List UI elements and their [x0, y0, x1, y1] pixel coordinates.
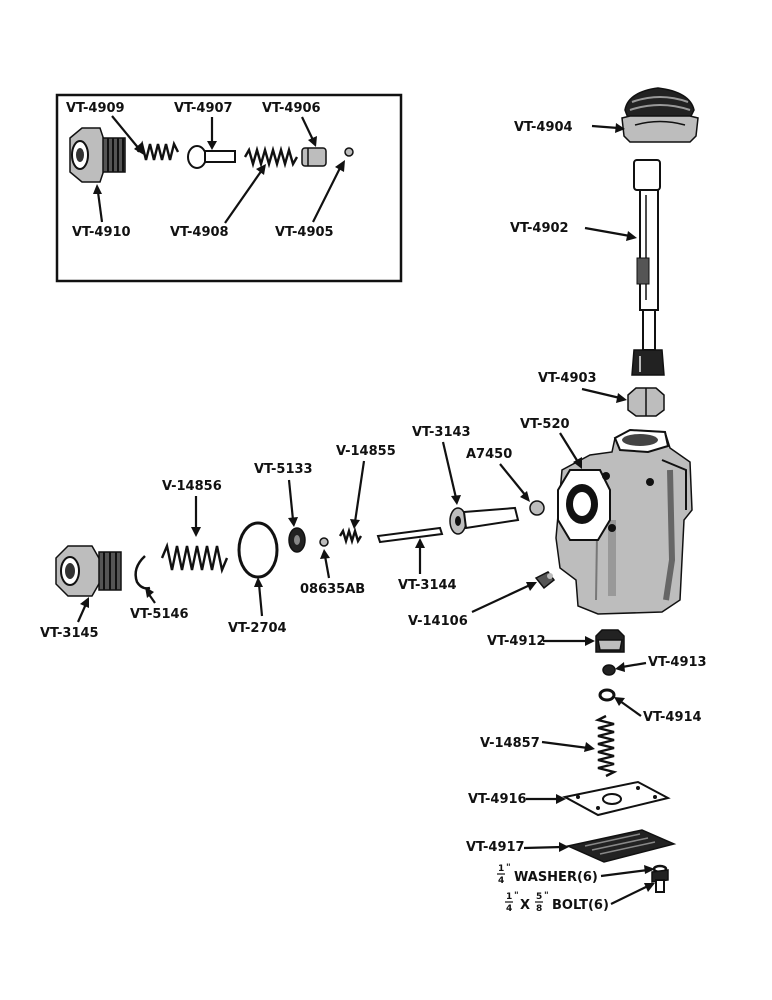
leader-vt4914: [619, 700, 642, 717]
leader-vt4902: [584, 226, 631, 238]
leader-vt4910: [96, 191, 104, 223]
svg-text:4: 4: [506, 904, 512, 914]
svg-text:WASHER(6): WASHER(6): [514, 870, 598, 885]
label-vt2704: VT-2704: [228, 621, 287, 636]
part-vt4902-shaft: [631, 159, 665, 376]
label-v14106: V-14106: [408, 614, 468, 629]
label-vt5133: VT-5133: [254, 462, 313, 477]
label-washer: 1 4 " WASHER(6): [497, 863, 598, 886]
part-vt4908-spring: [243, 145, 299, 169]
label-vt4905: VT-4905: [275, 225, 334, 240]
part-vt4917-cover: [565, 829, 677, 863]
part-vt4905-ball: [344, 147, 354, 157]
part-vt4913-ball: [602, 664, 616, 676]
part-v14856-spring: [160, 541, 229, 575]
label-vt3143: VT-3143: [412, 425, 471, 440]
part-vt4914-washer: [598, 688, 616, 702]
part-vt4903-nut: [627, 387, 665, 417]
part-vt520-valve-body: [555, 428, 693, 615]
label-vt5146: VT-5146: [130, 607, 189, 622]
svg-text:": ": [506, 863, 511, 873]
part-vt3145-plug: [55, 545, 122, 597]
svg-text:4: 4: [498, 876, 504, 886]
svg-text:5: 5: [536, 892, 542, 902]
label-vt520: VT-520: [520, 417, 570, 432]
label-vt4908: VT-4908: [170, 225, 229, 240]
label-a7450: A7450: [466, 447, 512, 462]
leader-vt4906: [301, 116, 314, 141]
leader-v14857: [541, 740, 589, 750]
part-v14855-spring: [338, 526, 363, 546]
part-vt3144-pin: [376, 526, 444, 544]
leader-vt520: [559, 432, 579, 463]
label-08635ab: 08635AB: [300, 582, 365, 597]
leader-vt3143: [441, 441, 458, 499]
label-vt4904: VT-4904: [514, 120, 573, 135]
label-vt3145: VT-3145: [40, 626, 99, 641]
part-vt4909-spring: [136, 140, 180, 161]
label-v14856: V-14856: [162, 479, 222, 494]
svg-text:BOLT(6): BOLT(6): [552, 898, 609, 913]
part-bolt: [651, 869, 669, 893]
part-vt2704-oring: [237, 521, 279, 579]
part-vt4912-plug: [595, 629, 625, 653]
part-08635ab-ball: [319, 537, 329, 547]
label-vt4903: VT-4903: [538, 371, 597, 386]
label-vt4907: VT-4907: [174, 101, 233, 116]
part-v14106-fitting: [534, 571, 556, 590]
label-vt4917: VT-4917: [466, 840, 525, 855]
part-vt4910-plug: [69, 127, 126, 183]
leader-a7450: [499, 463, 527, 497]
svg-text:": ": [514, 891, 519, 901]
leader-vt2704: [257, 583, 264, 617]
svg-text:": ": [544, 891, 549, 901]
leader-vt4904: [591, 124, 619, 130]
svg-text:1: 1: [506, 892, 512, 902]
svg-text:8: 8: [536, 904, 542, 914]
part-vt4906-plunger: [301, 147, 327, 167]
svg-text:X: X: [520, 898, 530, 913]
leader-v14106: [471, 584, 531, 613]
leader-vt3145: [76, 603, 88, 623]
leader-vt4909: [111, 115, 141, 151]
label-vt4902: VT-4902: [510, 221, 569, 236]
leader-08635ab: [323, 555, 331, 579]
leader-v14855: [353, 460, 366, 523]
part-vt3143-stem: [449, 506, 520, 535]
label-vt4912: VT-4912: [487, 634, 546, 649]
leader-vt4917: [523, 845, 563, 850]
leader-vt5133: [287, 479, 295, 521]
part-vt4904-cap: [621, 87, 699, 143]
svg-text:1: 1: [498, 864, 504, 874]
leader-vt4908: [224, 169, 263, 224]
label-vt4916: VT-4916: [468, 792, 527, 807]
label-vt3144: VT-3144: [398, 578, 457, 593]
part-a7450-ball: [529, 500, 545, 516]
part-v14857-spring: [594, 714, 618, 778]
label-bolt: 1 4 " X 5 8 " BOLT(6): [505, 891, 609, 914]
part-vt5146-snap-ring: [134, 555, 151, 590]
inset-box: [55, 93, 403, 283]
label-v14855: V-14855: [336, 444, 396, 459]
leader-bolt: [610, 885, 649, 905]
leader-vt4913: [621, 661, 647, 669]
label-vt4914: VT-4914: [643, 710, 702, 725]
leader-vt4905: [312, 167, 341, 223]
label-v14857: V-14857: [480, 736, 540, 751]
label-vt4909: VT-4909: [66, 101, 125, 116]
leader-vt4903: [581, 387, 621, 400]
label-vt4913: VT-4913: [648, 655, 707, 670]
part-vt4907-pin: [187, 145, 236, 169]
label-vt4906: VT-4906: [262, 101, 321, 116]
part-vt5133-seat: [288, 527, 306, 553]
label-vt4910: VT-4910: [72, 225, 131, 240]
leader-washer: [600, 868, 649, 878]
part-vt4916-gasket: [562, 780, 671, 817]
